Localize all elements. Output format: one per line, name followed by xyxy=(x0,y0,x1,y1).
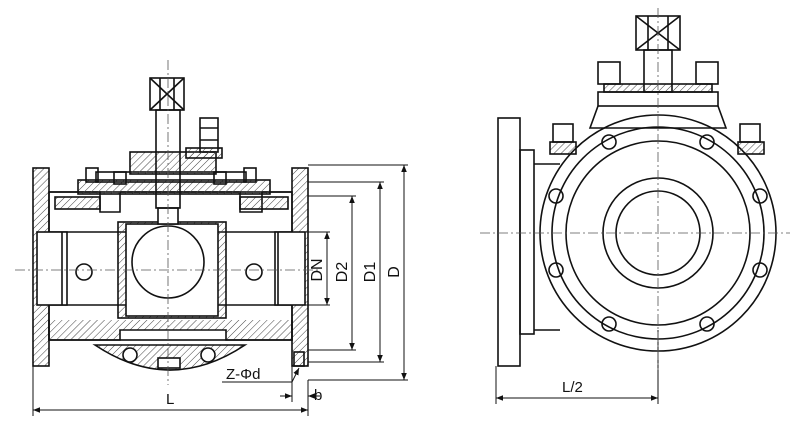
dimension-labels: DN D2 D1 D Z-Φd b L L/2 xyxy=(166,258,583,408)
front-section-view xyxy=(32,77,309,371)
dimension-lines xyxy=(32,164,659,416)
side-flange-plate xyxy=(497,117,521,367)
label-d2: D2 xyxy=(334,262,351,283)
stem-head xyxy=(149,77,185,111)
bolt-holes xyxy=(548,134,768,332)
side-centerlines xyxy=(480,8,790,370)
front-centerlines xyxy=(15,60,320,385)
label-z-phi-d: Z-Φd xyxy=(226,366,260,383)
label-l-half: L/2 xyxy=(562,379,583,396)
label-dn: DN xyxy=(309,258,326,281)
label-d: D xyxy=(386,266,403,278)
side-view xyxy=(497,15,777,367)
label-l: L xyxy=(166,391,174,408)
label-b: b xyxy=(314,387,322,404)
label-d1: D1 xyxy=(362,262,379,283)
